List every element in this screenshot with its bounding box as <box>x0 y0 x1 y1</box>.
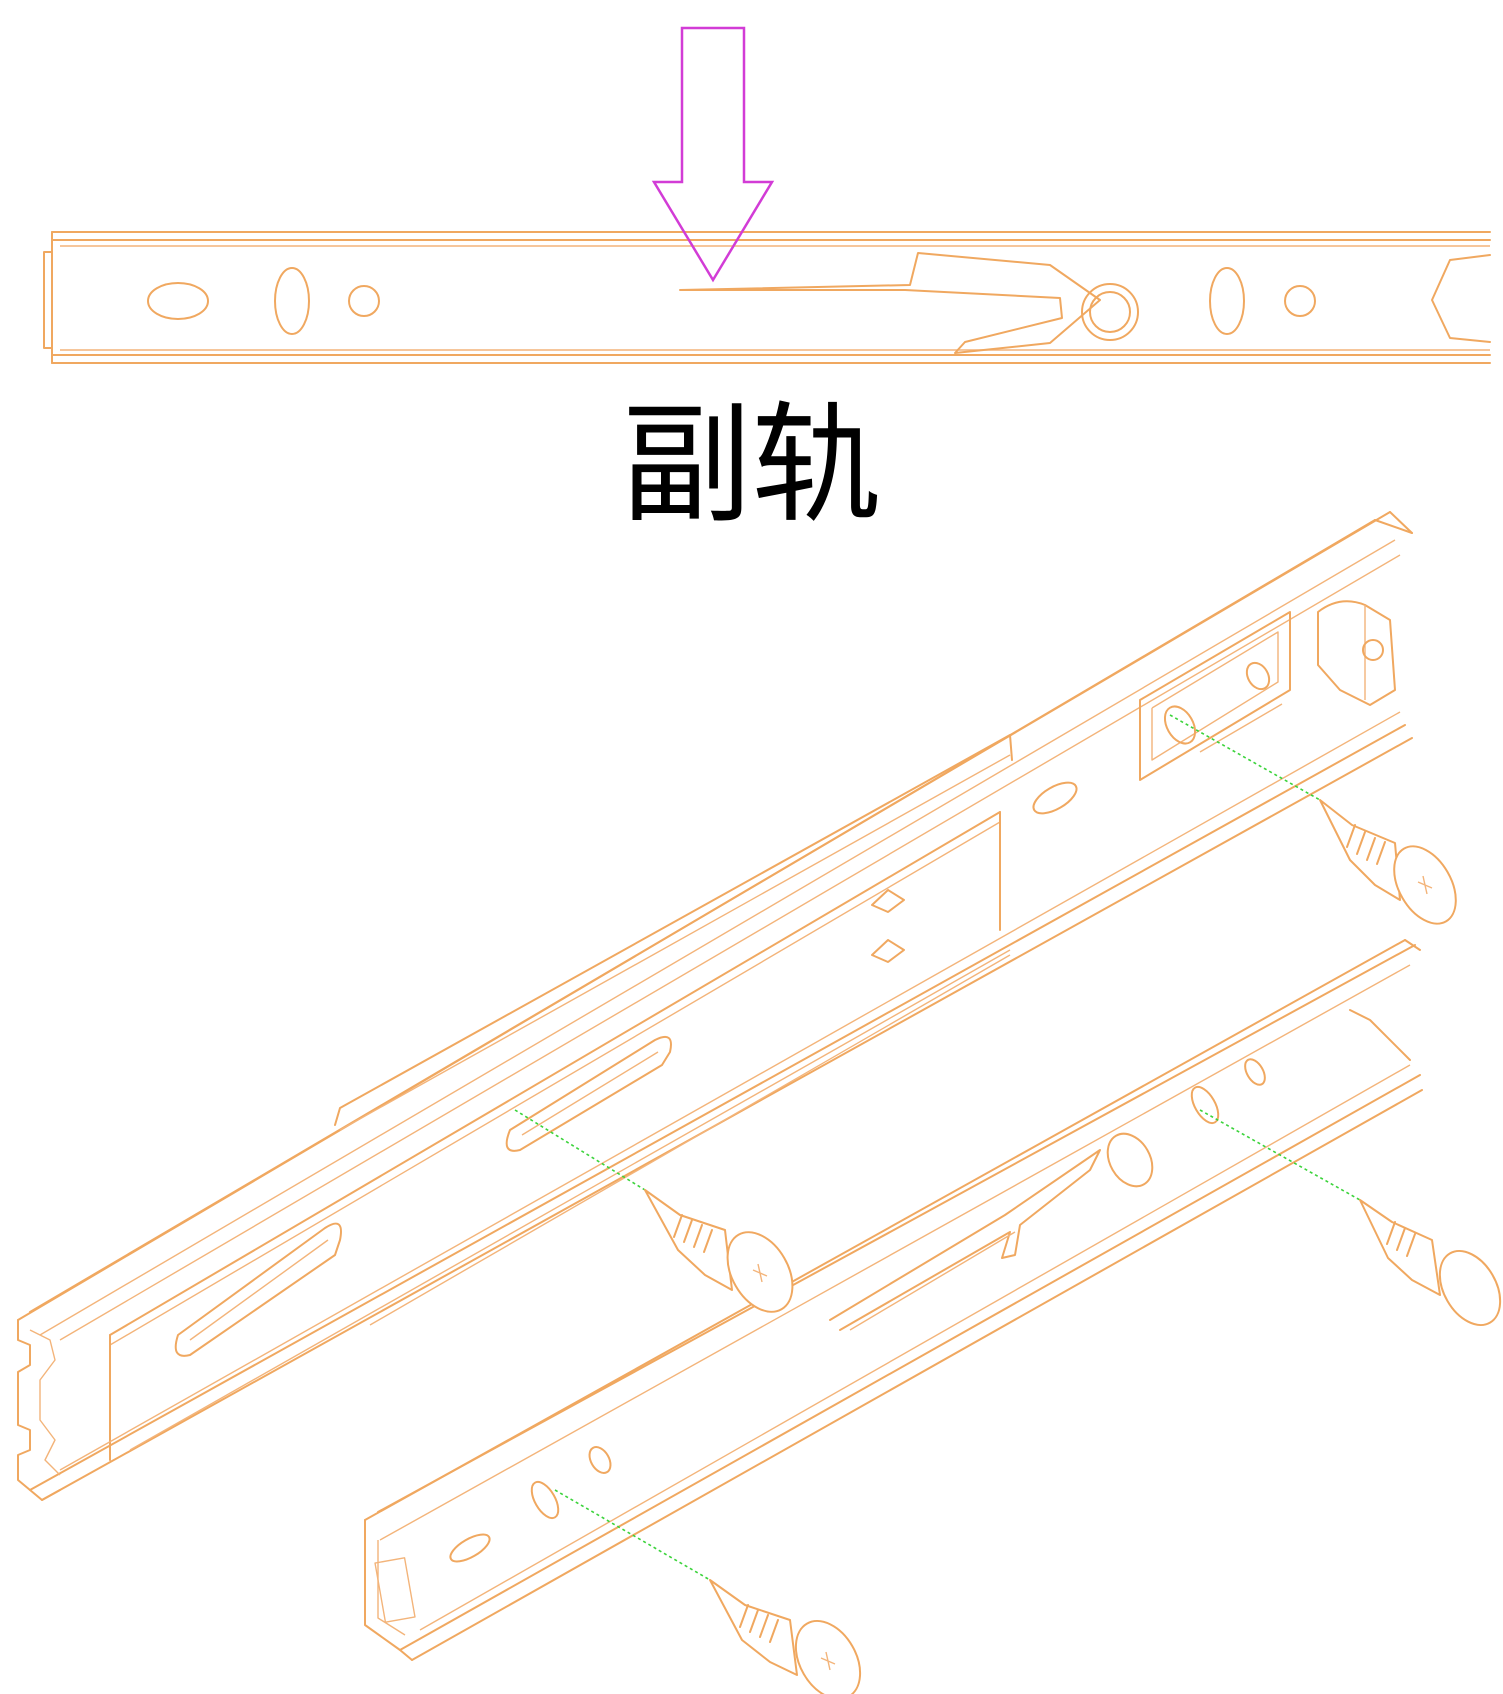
rear-bracket <box>1139 600 1396 781</box>
oval-hole <box>147 282 209 320</box>
sub-rail-isometric <box>364 939 1423 1661</box>
round-hole <box>1244 1058 1266 1086</box>
screw-icon <box>514 1109 794 1313</box>
sub-rail-side-view <box>43 231 1491 364</box>
oval-hole <box>1032 781 1078 815</box>
release-lever <box>679 252 1139 354</box>
slot-hole <box>1190 1085 1220 1125</box>
down-arrow-icon <box>651 26 775 283</box>
screw-icon <box>1199 1109 1502 1326</box>
slot-hole <box>1209 267 1245 335</box>
outer-rail-assembly <box>17 511 1413 1501</box>
sub-rail-label: 副轨 <box>621 389 882 541</box>
screw-icon <box>554 1489 862 1694</box>
round-hole <box>1284 285 1316 317</box>
slot-hole <box>530 1480 560 1520</box>
oval-hole <box>449 1533 491 1563</box>
screw-icon <box>1169 714 1457 925</box>
slot-hole <box>274 267 310 335</box>
slot-hole <box>505 1036 672 1152</box>
mounting-screws <box>514 714 1502 1694</box>
slot-hole <box>174 1222 342 1357</box>
round-hole <box>588 1446 612 1474</box>
release-lever <box>829 1132 1154 1331</box>
round-hole <box>348 285 380 317</box>
